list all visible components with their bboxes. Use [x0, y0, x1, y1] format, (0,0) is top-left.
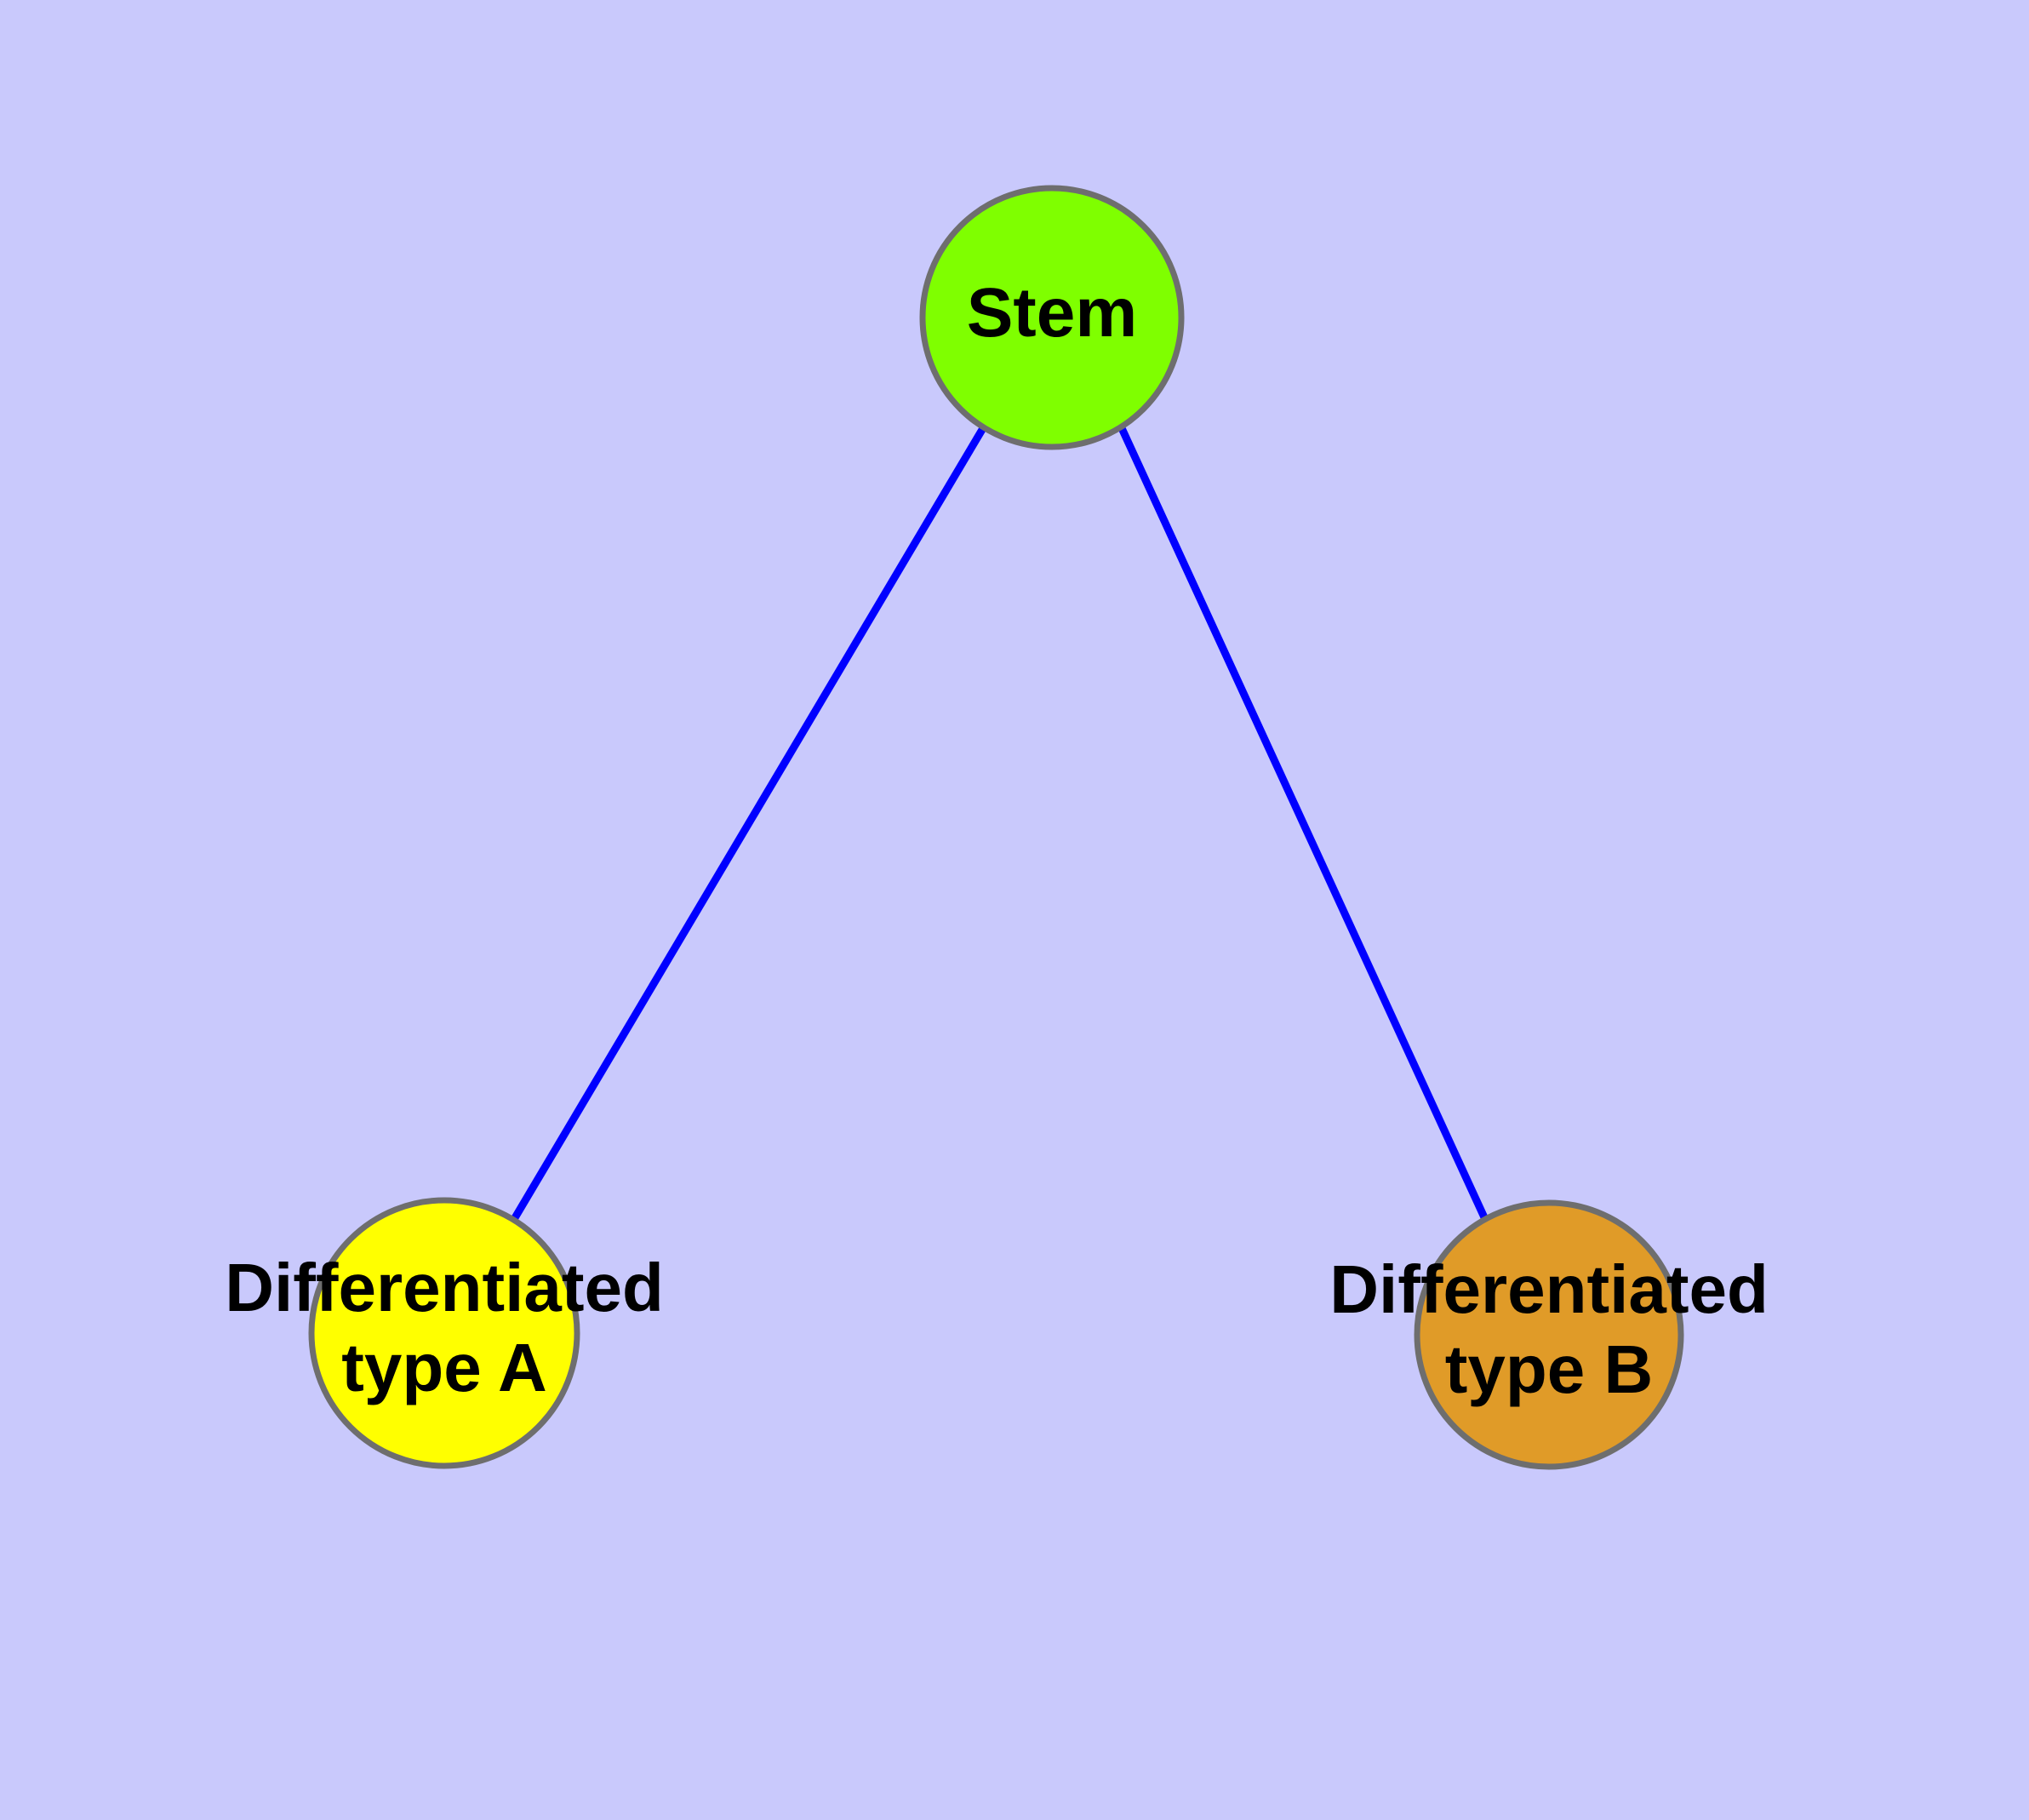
node-stem[interactable]: [919, 185, 1185, 450]
node-label-stem: Stem: [967, 274, 1138, 352]
edge-stem-to-diff_b: [1117, 426, 1493, 1228]
node-diff_b[interactable]: [1414, 1199, 1684, 1470]
node-label-line: Differentiated: [225, 1250, 664, 1325]
nodes-group: [308, 185, 1684, 1470]
node-label-line: type A: [341, 1330, 547, 1405]
edge-stem-to-diff_a: [510, 426, 986, 1223]
node-label-line: Differentiated: [1329, 1251, 1769, 1327]
node-diff_a[interactable]: [308, 1197, 580, 1469]
node-label-line: type B: [1445, 1331, 1654, 1407]
node-label-line: Stem: [967, 274, 1138, 352]
edges-group: [510, 426, 1493, 1228]
